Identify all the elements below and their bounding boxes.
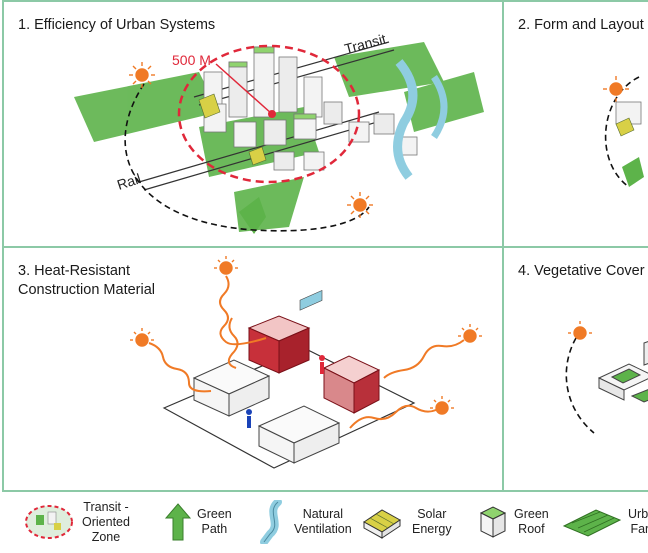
panel-vegetative-cover: 4. Vegetative Cover: [502, 246, 648, 492]
sun-path: [124, 83, 370, 232]
transit-oriented-zone-icon: [25, 505, 73, 539]
window: [299, 289, 323, 311]
legend-label: Transit - Oriented Zone: [82, 499, 130, 544]
solar-energy-icon: [363, 509, 401, 539]
legend-item-transit-zone: Transit - Oriented Zone: [24, 496, 130, 548]
city-blocks: [203, 46, 418, 171]
green-path-marker: [239, 197, 266, 234]
green-path-icon: [164, 503, 192, 541]
sun-icon: [347, 192, 373, 218]
sun-icon: [130, 328, 154, 347]
sun-icon: [603, 76, 629, 102]
legend-label: Green Roof: [514, 507, 549, 536]
solar-roofs: [198, 93, 267, 166]
panel-urban-systems: 1. Efficiency of Urban Systems: [2, 0, 504, 248]
legend-label: Natural Ventilation: [294, 507, 352, 536]
green-courtyard: [597, 341, 648, 403]
panel-form-layout: 2. Form and Layout: [502, 0, 648, 248]
legend: Transit - Oriented Zone Green Path Natur…: [0, 490, 648, 553]
sun-icon: [214, 256, 238, 275]
sun-icon: [129, 62, 155, 88]
panel-title: 3. Heat-Resistant Construction Material: [18, 263, 155, 298]
legend-label: Green Path: [197, 507, 232, 536]
radius-label: 500 M: [172, 52, 211, 68]
heat-waves: [148, 275, 465, 429]
panel-heat-resistant: 3. Heat-Resistant Construction Material: [2, 246, 504, 492]
sun-icon: [568, 321, 592, 340]
sun-icon: [458, 324, 482, 343]
red-building: [247, 315, 381, 414]
rail-label: Rail: [115, 170, 143, 193]
person-icon: [319, 355, 325, 374]
white-houses: [192, 359, 341, 464]
heat-resistant-diagram: [130, 256, 482, 469]
natural-ventilation-icon: [260, 500, 282, 544]
panel-title: 1. Efficiency of Urban Systems: [18, 17, 216, 33]
panel-title: 2. Form and Layout: [518, 17, 644, 33]
legend-item-natural-ventilation: Natural Ventilation: [258, 496, 352, 548]
vegetative-cover-diagram: [565, 321, 648, 434]
sun-icon: [430, 396, 454, 415]
ventilation-corridor: [393, 59, 418, 180]
urban-farm-icon: [562, 509, 622, 537]
panel-title: 4. Vegetative Cover: [518, 263, 645, 279]
legend-label: Solar Energy: [412, 507, 452, 536]
form-layout-diagram: [603, 76, 644, 188]
legend-label: Urban Farm: [628, 507, 648, 536]
urban-systems-diagram: 500 M Transit Rail: [74, 30, 484, 234]
green-roof-icon: [479, 506, 507, 538]
transit-zone-circle: [177, 44, 361, 184]
legend-item-urban-farm: Urban Farm: [562, 496, 648, 548]
person-icon: [246, 409, 252, 428]
legend-item-green-path: Green Path: [163, 496, 232, 548]
legend-item-green-roof: Green Roof: [478, 496, 549, 548]
legend-item-solar-energy: Solar Energy: [360, 496, 452, 548]
